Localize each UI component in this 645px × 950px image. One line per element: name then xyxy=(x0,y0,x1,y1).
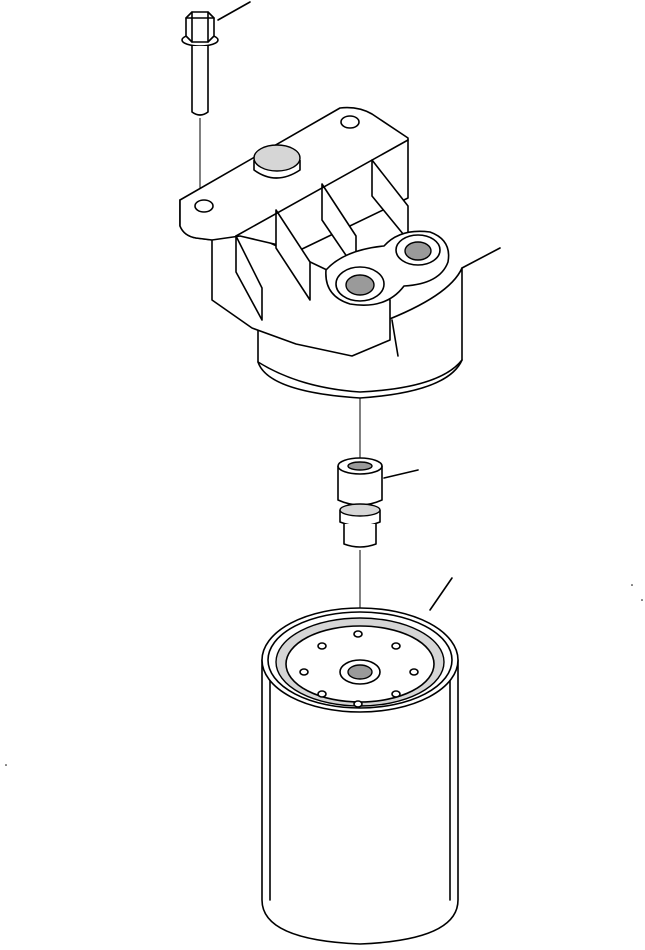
inlet-hole xyxy=(353,630,363,638)
inlet-hole xyxy=(317,642,327,650)
bolt-leader-line xyxy=(217,1,251,21)
adapter-nipple xyxy=(337,457,419,612)
inlet-hole xyxy=(299,668,309,676)
nipple-lower-body xyxy=(343,524,377,548)
filter-head xyxy=(179,106,501,458)
filter-cartridge xyxy=(261,577,459,945)
cartridge-can xyxy=(261,659,459,945)
inlet-hole xyxy=(391,642,401,650)
cartridge-leader-line xyxy=(429,577,453,611)
nipple-leader-line xyxy=(383,469,419,479)
rib-2 xyxy=(275,209,311,301)
mounting-bolt xyxy=(181,1,251,200)
mounting-hole-left xyxy=(194,199,214,213)
inlet-hole xyxy=(391,690,401,698)
head-leader-line xyxy=(461,247,501,269)
scan-speck xyxy=(641,599,643,601)
inlet-hole xyxy=(353,700,363,708)
inlet-hole xyxy=(409,668,419,676)
bolt-shank xyxy=(191,46,209,116)
inlet-hole xyxy=(317,690,327,698)
rib-1 xyxy=(235,235,263,321)
scan-speck xyxy=(631,584,633,586)
mounting-hole-right xyxy=(340,115,360,129)
scan-speck xyxy=(5,764,7,766)
bolt-hex-head xyxy=(185,11,215,43)
